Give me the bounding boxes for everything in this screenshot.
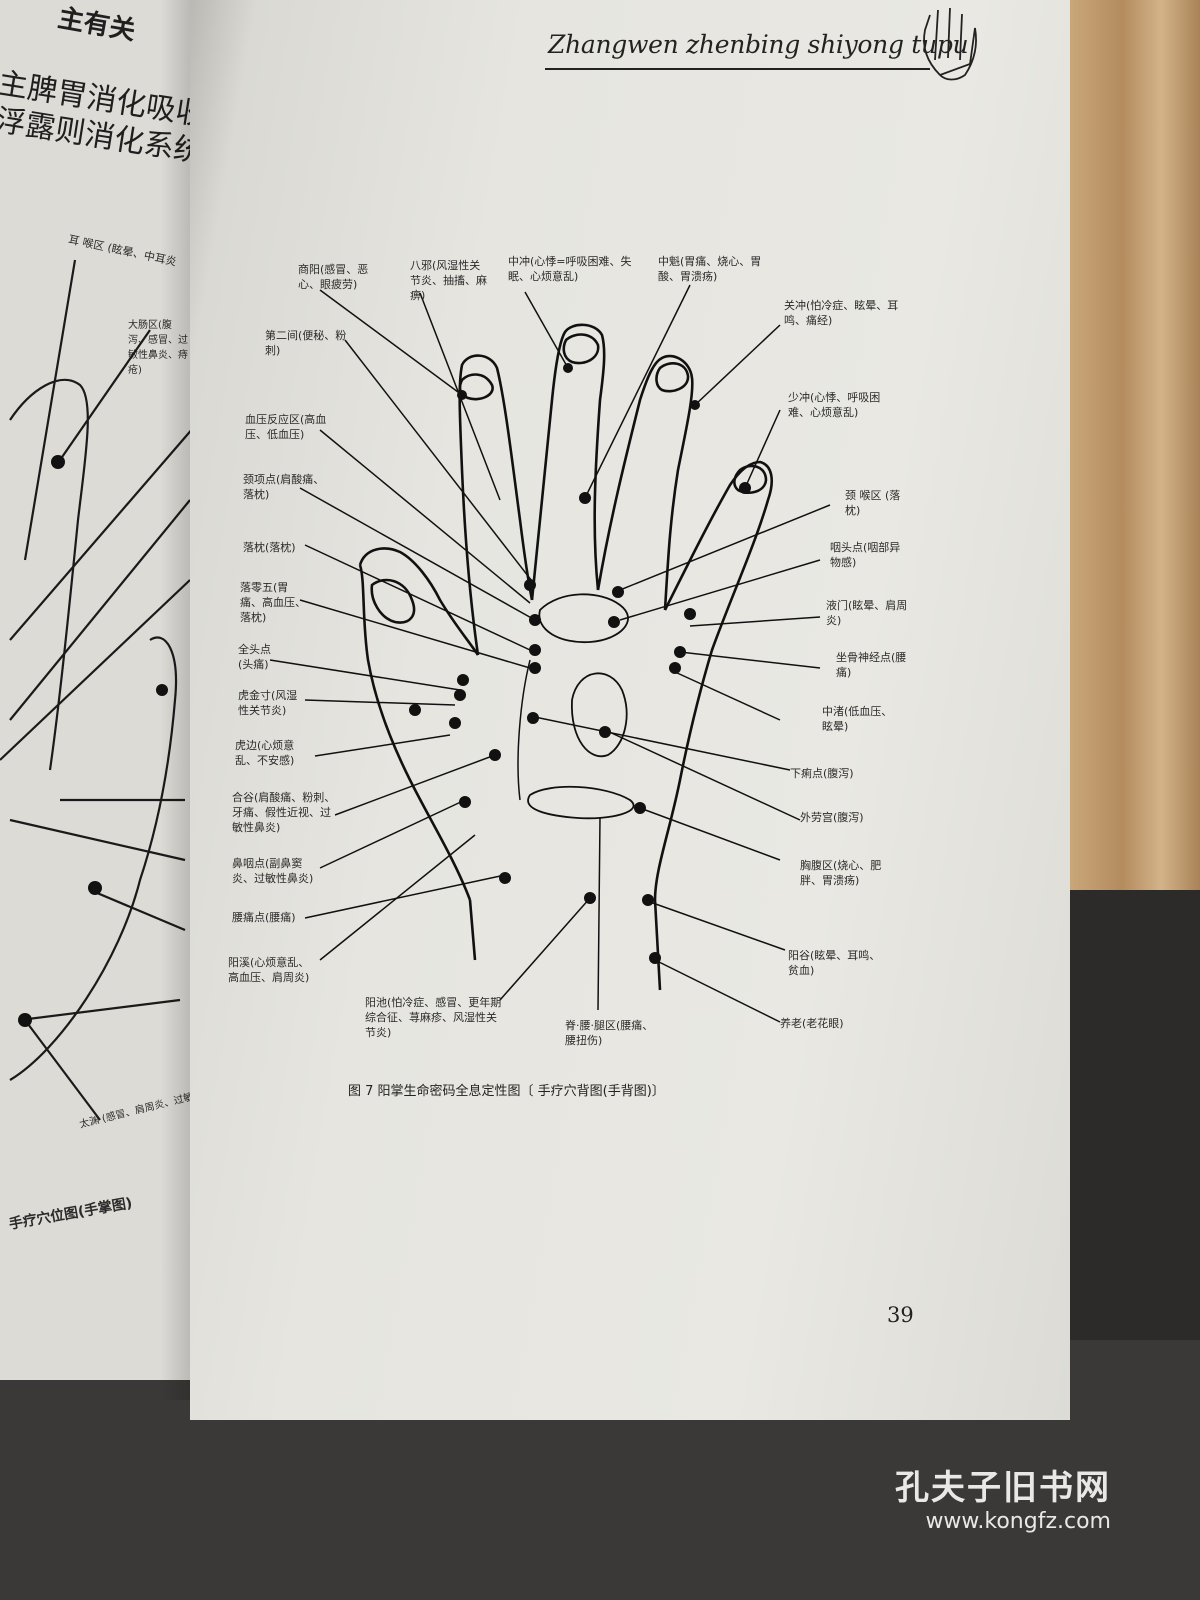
label-laozhen: 落枕(落枕) [243,541,296,554]
label-hubian: 虎边(心烦意乱、不安感) [235,739,295,767]
label-shaochong: 少冲(心悸、呼吸困难、心烦意乱) [788,391,881,419]
acupoint-zuogu [674,646,686,658]
acupoint-xueya [529,614,541,626]
left-point-3 [88,881,102,895]
acupoint-shangyang [457,390,467,400]
label-yangxi: 阳溪(心烦意乱、高血压、肩周炎) [228,956,310,984]
label-dierjian: 第二间(便秘、粉刺) [265,329,347,357]
label-yangchi: 阳池(怕冷症、感冒、更年期综合征、荨麻疹、风湿性关节炎) [365,996,502,1039]
acupoint-hujinshun [409,704,421,716]
leader-lines [269,284,831,1023]
acupoint-zhongchong [563,363,573,373]
label-zhongzhu: 中渚(低血压、眩晕) [822,705,893,733]
watermark-cn: 孔夫子旧书网 [895,1468,1111,1508]
acupoint-yantou [608,616,620,628]
label-xiongfu: 胸腹区(烧心、肥胖、胃溃疡) [800,859,882,887]
acupoint-zhongzhu [669,662,681,674]
left-point-4 [18,1013,32,1027]
left-point-1 [51,455,65,469]
acupoint-hubian [449,717,461,729]
wood-table [1070,0,1200,900]
watermark: 孔夫子旧书网 www.kongfz.com [895,1460,1111,1534]
label-baxie: 八邪(风湿性关节炎、抽搐、麻痹) [410,259,487,302]
acupoint-yanglao [649,952,661,964]
label-xialidian: 下痢点(腹泻) [790,767,854,780]
label-jinghou: 颈 喉区 (落枕) [845,489,901,517]
acupoint-luolingwu [454,689,466,701]
label-yanggu: 阳谷(眩晕、耳鸣、贫血) [788,949,881,977]
label-biyan: 鼻咽点(副鼻窦炎、过敏性鼻炎) [232,857,314,885]
label-guanchong: 关冲(怕冷症、眩晕、耳鸣、痛经) [784,299,899,327]
acupoint-dierjian [524,579,536,591]
acupoint-yaotong [499,872,511,884]
running-header-title: Zhangwen zhenbing shiyong tupu [548,30,969,59]
acupoint-guanchong [690,400,700,410]
label-hujinshun: 虎金寸(风湿性关节炎) [238,689,298,717]
label-shangyang: 商阳(感冒、恶心、眼疲劳) [298,263,369,291]
left-thumb-outline [9,636,178,1081]
label-zhongkui: 中魁(胃痛、烧心、胃酸、胃溃疡) [658,255,762,283]
acupoint-xialidian [599,726,611,738]
label-quantou: 全头点(头痛) [238,643,271,671]
label-zhongchong: 中冲(心悸=呼吸困难、失眠、心烦意乱) [508,255,632,283]
acupoint-xialidian-source [527,712,539,724]
label-wailaogong: 外劳宫(腹泻) [800,811,864,824]
dark-cloth [1065,890,1200,1350]
label-yantou: 咽头点(咽部异物感) [830,541,901,569]
acupoint-shaochong [739,482,751,494]
acupoint-laozhen [529,662,541,674]
acupoint-jiyaotui [584,892,596,904]
left-hand-diagram [0,259,201,1121]
acupoint-quantou [457,674,469,686]
left-point-2 [156,684,168,696]
acupoints [409,363,751,964]
label-yanglao: 养老(老花眼) [780,1017,844,1030]
watermark-url: www.kongfz.com [925,1509,1111,1534]
label-hegu: 合谷(肩酸痛、粉刺、牙痛、假性近视、过敏性鼻炎) [232,791,336,834]
label-xueya: 血压反应区(高血压、低血压) [245,413,327,441]
hand-outline [358,323,774,991]
acupoint-yemen [684,608,696,620]
left-label-colon: 大肠区(腹泻、感冒、过敏性鼻炎、痔疮) [128,320,188,376]
acupoint-jingxiang [529,644,541,656]
label-jingxiang: 颈项点(肩酸痛、落枕) [243,473,325,501]
palm-hand-icon [923,7,978,81]
label-zuogu: 坐骨神经点(腰痛) [836,651,907,679]
acupoint-jinghou [612,586,624,598]
page-number: 39 [887,1303,914,1327]
label-jiyaotui: 脊·腰·腿区(腰痛、腰扭伤) [565,1019,654,1047]
label-yemen: 液门(眩晕、肩周炎) [826,599,908,627]
right-page [190,0,1070,1420]
acupoint-wailaogong [634,802,646,814]
header-rule [545,68,930,70]
acupoint-biyan [459,796,471,808]
acupoint-hegu [489,749,501,761]
label-luolingwu: 落零五(胃痛、高血压、落枕) [240,581,306,624]
acupoint-yanggu [642,894,654,906]
figure-caption: 图 7 阳掌生命密码全息定性图〔 手疗穴背图(手背图)〕 [348,1084,665,1099]
acupoint-zhongkui [579,492,591,504]
label-yaotong: 腰痛点(腰痛) [232,911,296,924]
